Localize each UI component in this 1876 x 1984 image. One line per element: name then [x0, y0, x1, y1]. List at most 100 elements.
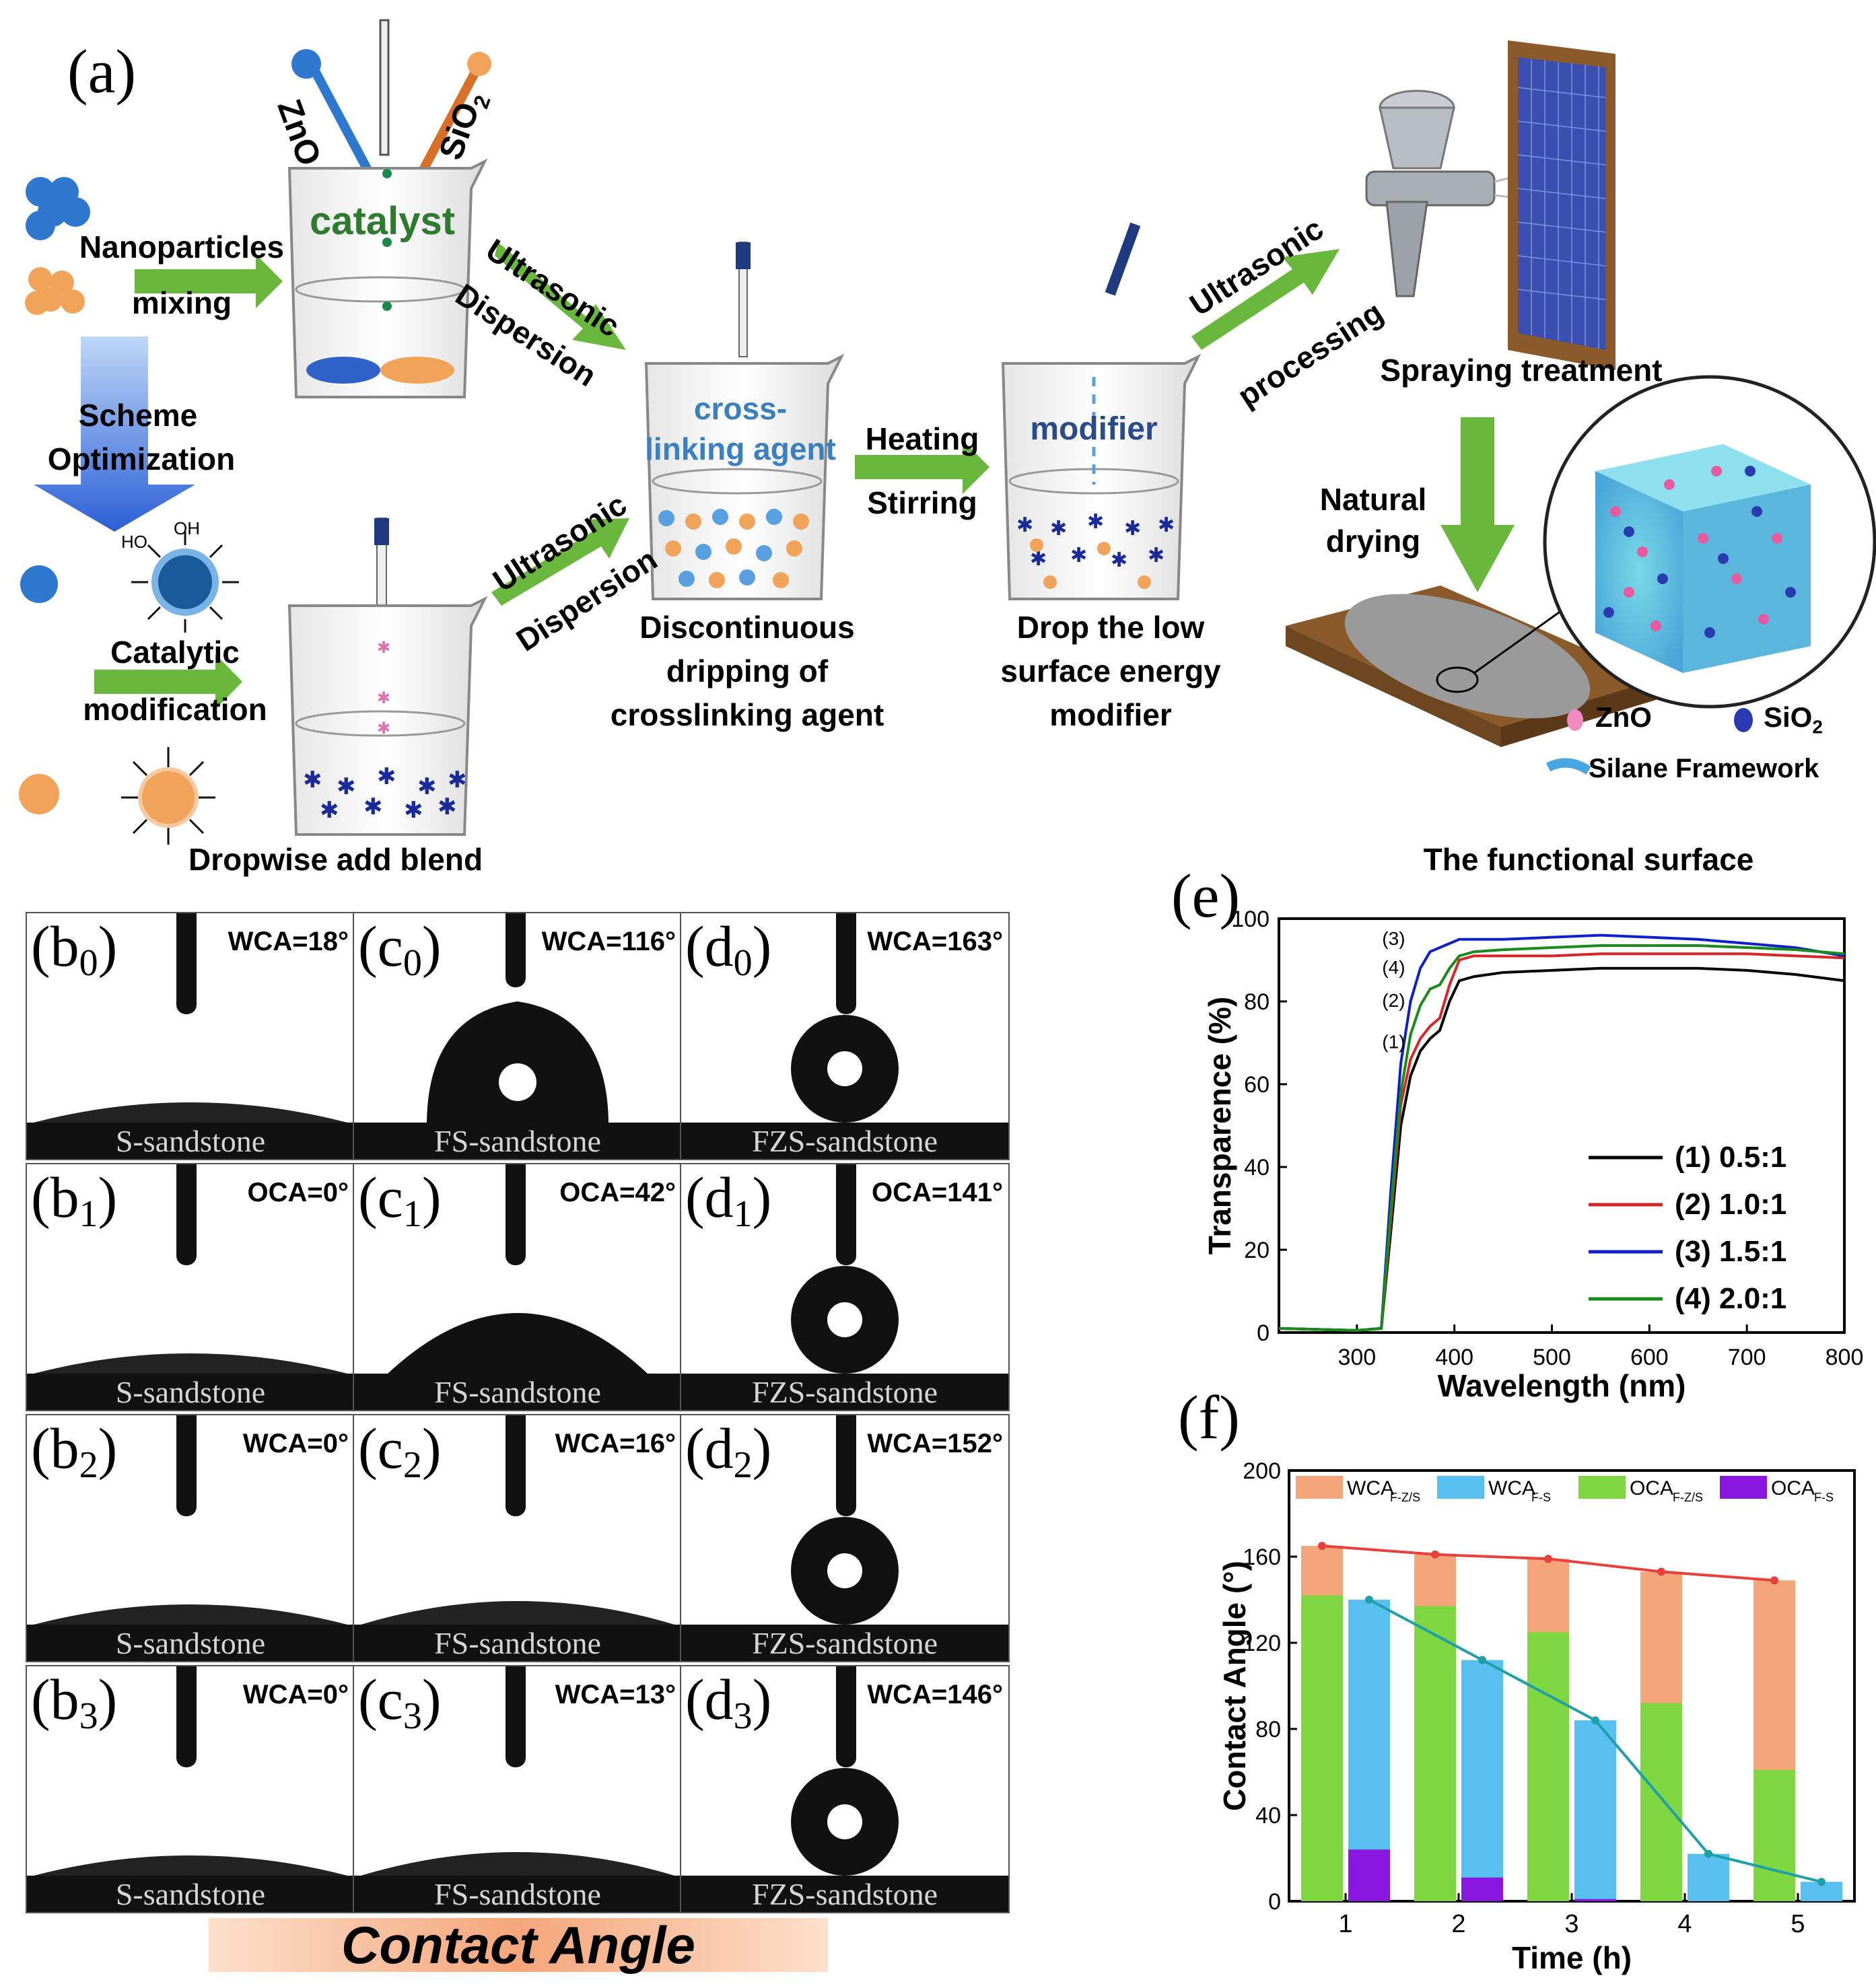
series-line-4: [1278, 944, 1845, 1332]
needle-icon: [176, 1415, 197, 1516]
catalyst-label: catalyst: [310, 199, 456, 243]
svg-text:✱: ✱: [337, 774, 356, 800]
substrate-surface: [27, 1123, 354, 1159]
trend-point: [1704, 1849, 1712, 1858]
contact-angle-value: WCA=0°: [242, 1429, 349, 1458]
zno-stick-icon: [302, 52, 374, 176]
crosslinking-label-2: linking agent: [645, 431, 836, 466]
legend-entry-sub: F-Z/S: [1673, 1491, 1703, 1504]
trend-point: [1431, 1550, 1439, 1559]
legend-entry: (1) 0.5:1: [1675, 1141, 1786, 1174]
drying-label: drying: [1325, 524, 1421, 559]
trend-point: [1478, 1656, 1486, 1664]
y-tick-label: 100: [1231, 907, 1270, 932]
svg-text:✱: ✱: [417, 774, 437, 800]
svg-text:✱: ✱: [377, 764, 396, 789]
legend-silane-label: Silane Framework: [1589, 754, 1819, 783]
x-tick-label: 600: [1630, 1345, 1669, 1370]
x-tick-label: 2: [1451, 1910, 1465, 1938]
heating-label: Heating: [865, 421, 979, 456]
trend-point: [1544, 1555, 1552, 1563]
droplet-icon: [34, 1604, 347, 1625]
y-tick-label: 200: [1243, 1458, 1281, 1484]
bar-wca-fs: [1688, 1853, 1729, 1901]
contact-angle-image-b3: S-sandstone(b3)WCA=0°: [26, 1665, 355, 1913]
svg-text:✱: ✱: [303, 767, 322, 793]
svg-text:✱: ✱: [404, 798, 423, 823]
contact-angle-image-c2: FS-sandstone(c2)WCA=16°: [353, 1414, 683, 1662]
needle-icon: [176, 1164, 197, 1265]
droplet-icon: [791, 1517, 899, 1625]
nanoparticles-label: Nanoparticles: [79, 229, 285, 264]
contact-angle-value: WCA=16°: [555, 1429, 676, 1458]
needle-icon: [176, 1666, 197, 1767]
legend-entry: WCA: [1347, 1477, 1394, 1499]
contact-angle-value: OCA=0°: [247, 1178, 349, 1207]
beaker-modifier-icon: ✱✱✱✱✱ ✱✱✱✱: [1001, 222, 1202, 600]
substrate-surface: [27, 1374, 354, 1410]
droplet-icon: [34, 1353, 347, 1374]
svg-text:✱: ✱: [1050, 518, 1067, 540]
y-tick-label: 80: [1244, 989, 1270, 1015]
optimization-arrow-icon: [34, 336, 195, 532]
oh-label: OH: [174, 518, 200, 538]
trend-point: [1591, 1716, 1599, 1725]
sio2-stick-icon: [413, 60, 485, 184]
spray-gun-icon: [1365, 90, 1549, 297]
modification-label: modification: [83, 692, 267, 727]
panel-label: (c2): [358, 1416, 442, 1486]
zno-particles-icon: [26, 177, 90, 240]
zno-legend-marker-icon: [1567, 709, 1583, 731]
x-tick-label: 400: [1435, 1345, 1473, 1370]
panel-label: (c1): [358, 1165, 442, 1235]
y-tick-label: 120: [1243, 1631, 1281, 1656]
svg-text:✱: ✱: [1124, 518, 1141, 540]
legend-swatch: [1578, 1476, 1626, 1499]
legend-entry-sub: F-S: [1814, 1491, 1834, 1504]
legend-entry: OCA: [1771, 1477, 1815, 1499]
panel-label: (c0): [358, 914, 442, 984]
panel-label: (b2): [31, 1416, 118, 1486]
natural-label: Natural: [1319, 482, 1427, 517]
substrate-surface: [27, 1625, 354, 1661]
beaker-blend-icon: ✱ ✱ ✱ ✱✱✱✱✱ ✱✱✱✱: [287, 518, 488, 836]
needle-icon: [506, 1666, 526, 1767]
discontinuous-label-1: Discontinuous: [639, 610, 855, 645]
y-tick-label: 40: [1255, 1803, 1281, 1829]
curve-label: (3): [1382, 928, 1405, 949]
modifier-label: modifier: [1030, 411, 1158, 447]
silane-legend-marker-icon: [1545, 758, 1591, 775]
arrow-icon: [94, 242, 1515, 709]
substrate-label: FZS-sandstone: [752, 1877, 938, 1911]
substrate-label: S-sandstone: [115, 1124, 266, 1158]
sio2-particles-icon: [25, 267, 85, 315]
legend-entry: OCA: [1630, 1477, 1673, 1499]
droplet-icon: [791, 1015, 899, 1123]
y-tick-label: 40: [1244, 1155, 1270, 1180]
curve-label: (2): [1382, 990, 1405, 1011]
crosslinking-label-1: cross-: [693, 391, 788, 426]
substrate-label: FZS-sandstone: [752, 1375, 938, 1409]
x-tick-label: 700: [1728, 1345, 1766, 1370]
cube-zoom-icon: [1543, 375, 1876, 709]
panel-label: (d1): [685, 1165, 772, 1235]
contact-angle-image-d3: FZS-sandstone(d3)WCA=146°: [680, 1665, 1010, 1913]
spray-board-icon: [1508, 40, 1616, 370]
panel-a-label: (a): [67, 37, 137, 106]
substrate-surface: [27, 1876, 354, 1912]
contact-angle-value: OCA=42°: [559, 1178, 676, 1207]
catalytic-label: Catalytic: [110, 635, 240, 670]
svg-text:✱: ✱: [1016, 514, 1033, 536]
substrate-label: FZS-sandstone: [752, 1124, 938, 1158]
substrate-surface: [354, 1123, 681, 1159]
x-tick-label: 1: [1338, 1910, 1352, 1938]
discontinuous-label-3: crosslinking agent: [610, 697, 884, 732]
droplet-icon: [361, 1601, 674, 1625]
y-axis-label: Contact Angle (°): [1217, 1561, 1252, 1811]
bar-oca-fzs: [1414, 1606, 1456, 1901]
droplet-icon: [791, 1768, 899, 1876]
legend-entry-sub: F-Z/S: [1390, 1491, 1420, 1504]
contact-angle-caption: Contact Angle: [341, 1915, 695, 1975]
svg-text:✱: ✱: [1070, 544, 1087, 567]
